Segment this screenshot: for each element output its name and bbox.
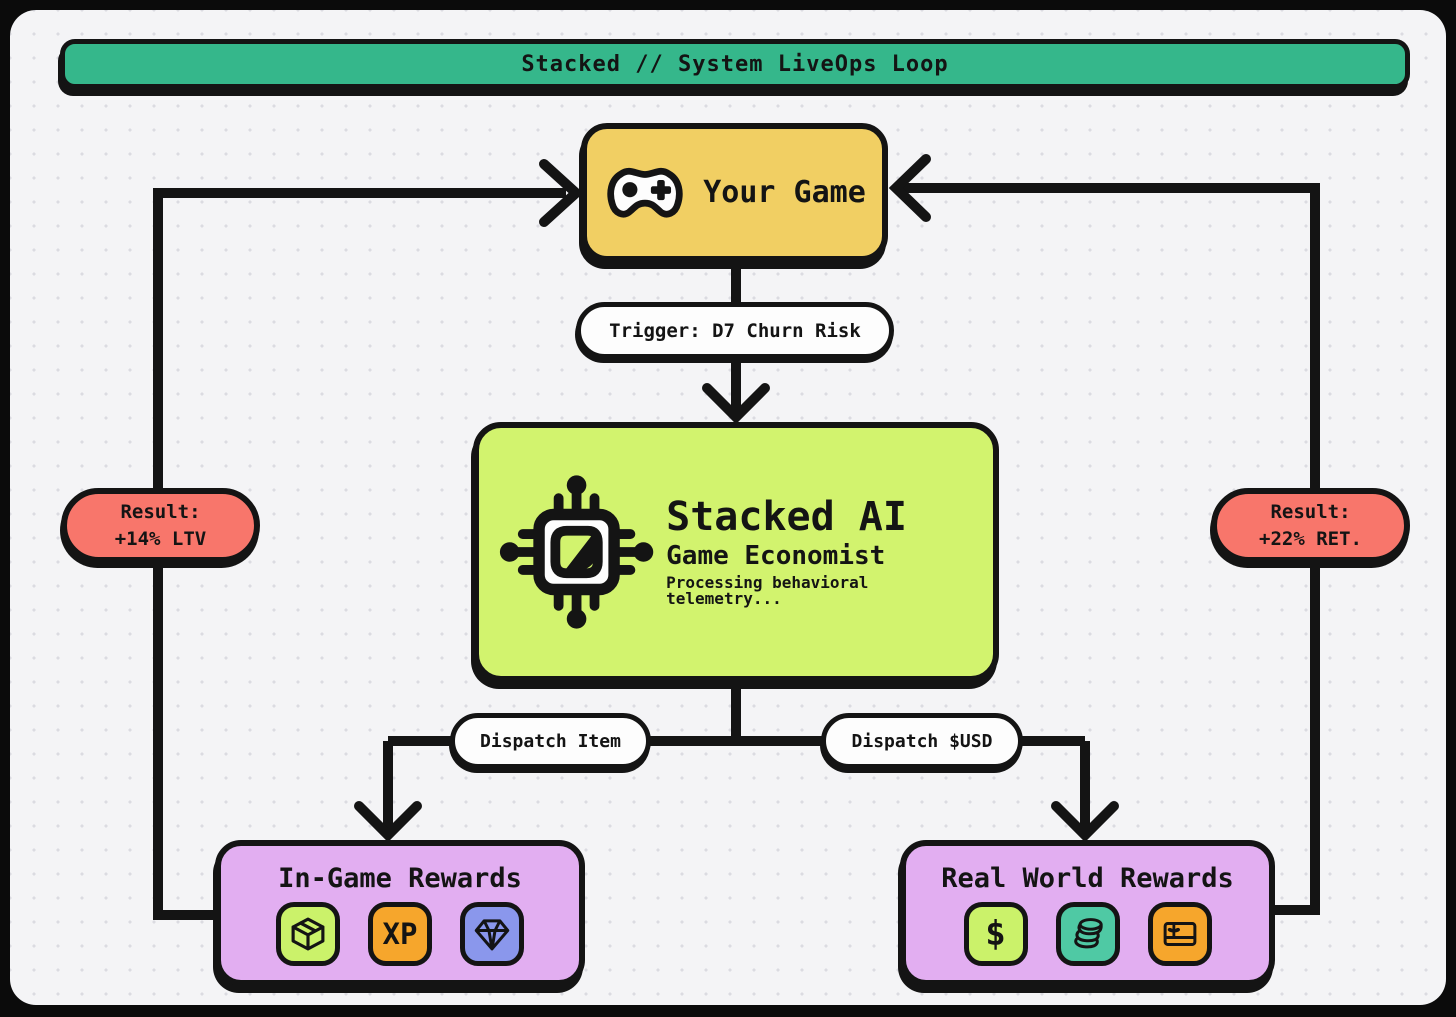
node-in-game-rewards: In-Game Rewards XP xyxy=(215,840,585,986)
arrowhead-right-icon xyxy=(539,159,584,227)
stacked-ai-subtitle: Game Economist xyxy=(666,541,886,571)
coins-icon xyxy=(1073,917,1103,948)
diagram-title-banner: Stacked // System LiveOps Loop xyxy=(60,39,1410,89)
reward-tile xyxy=(1147,901,1212,966)
gift-card-icon xyxy=(1163,921,1196,946)
gamepad-icon xyxy=(607,167,683,217)
dollar-icon: $ xyxy=(985,913,1006,954)
reward-tile: XP xyxy=(368,901,432,966)
in-game-rewards-title: In-Game Rewards xyxy=(278,862,522,894)
gem-icon xyxy=(474,918,510,950)
result-retention-line1: Result: xyxy=(1270,500,1351,523)
in-game-reward-tiles: XP xyxy=(276,901,524,966)
arrowhead-down-icon xyxy=(354,801,422,843)
dispatch-item-pill: Dispatch Item xyxy=(450,713,651,769)
arrowhead-down-icon xyxy=(702,383,770,425)
result-retention-pill: Result: +22% RET. xyxy=(1211,488,1410,563)
diagram-panel: Stacked // System LiveOps Loop Your Game… xyxy=(10,10,1446,1005)
node-your-game: Your Game xyxy=(581,123,888,262)
diagram-title: Stacked // System LiveOps Loop xyxy=(521,51,949,77)
arrowhead-left-icon xyxy=(888,154,931,222)
real-world-rewards-title: Real World Rewards xyxy=(941,862,1234,894)
xp-badge: XP xyxy=(382,916,418,951)
result-retention-line2: +22% RET. xyxy=(1259,527,1362,550)
your-game-label: Your Game xyxy=(703,175,866,210)
stacked-ai-title: Stacked AI xyxy=(666,494,907,540)
result-ltv-line2: +14% LTV xyxy=(114,527,207,550)
reward-tile xyxy=(460,901,524,966)
stacked-ai-status: Processing behavioral telemetry... xyxy=(666,573,869,608)
result-ltv-pill: Result: +14% LTV xyxy=(61,488,260,563)
trigger-label: Trigger: D7 Churn Risk xyxy=(609,319,861,342)
trigger-pill: Trigger: D7 Churn Risk xyxy=(576,302,894,359)
dispatch-usd-label: Dispatch $USD xyxy=(851,730,993,752)
result-ltv-line1: Result: xyxy=(120,500,201,523)
node-real-world-rewards: Real World Rewards $ xyxy=(900,840,1275,986)
real-world-reward-tiles: $ xyxy=(963,901,1212,966)
reward-tile: $ xyxy=(963,901,1028,966)
node-stacked-ai: Stacked AI Game Economist Processing beh… xyxy=(473,422,999,682)
reward-tile xyxy=(276,901,340,966)
package-icon xyxy=(291,917,325,950)
arrowhead-down-icon xyxy=(1051,801,1119,843)
reward-tile xyxy=(1055,901,1120,966)
dispatch-usd-pill: Dispatch $USD xyxy=(821,713,1023,769)
cpu-chip-icon xyxy=(499,475,654,629)
stacked-ai-text: Stacked AI Game Economist Processing beh… xyxy=(666,497,963,607)
dispatch-item-label: Dispatch Item xyxy=(480,730,621,752)
